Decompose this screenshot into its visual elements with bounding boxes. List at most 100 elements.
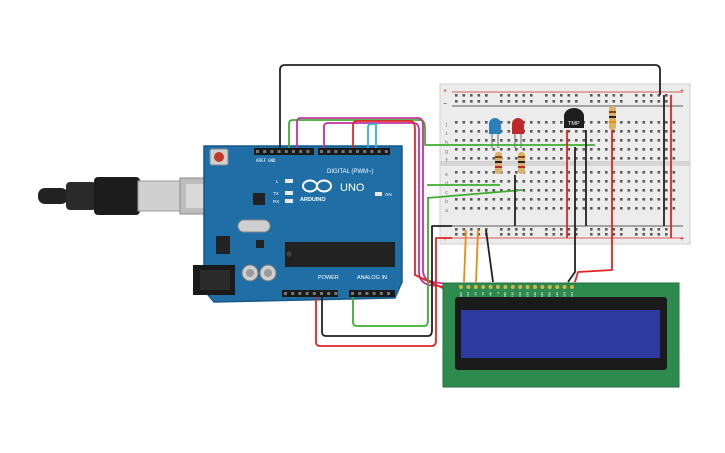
header-pin[interactable] [377, 150, 381, 153]
breadboard-hole[interactable] [665, 198, 668, 201]
rail-hole[interactable] [597, 100, 601, 103]
breadboard-hole[interactable] [665, 121, 668, 124]
breadboard-hole[interactable] [657, 171, 661, 174]
wire-orange-2[interactable] [475, 229, 479, 283]
breadboard-hole[interactable] [492, 207, 496, 210]
breadboard-hole[interactable] [500, 121, 503, 124]
header-pin[interactable] [351, 292, 354, 295]
breadboard-hole[interactable] [620, 207, 623, 210]
breadboard-hole[interactable] [612, 148, 616, 151]
rail-hole[interactable] [455, 233, 458, 236]
breadboard-hole[interactable] [552, 189, 556, 192]
header-pin[interactable] [356, 150, 359, 153]
breadboard-hole[interactable] [545, 130, 548, 133]
rail-hole[interactable] [545, 233, 548, 236]
breadboard-hole[interactable] [462, 207, 466, 210]
breadboard-hole[interactable] [515, 148, 518, 151]
rail-hole[interactable] [455, 100, 458, 103]
breadboard-hole[interactable] [657, 180, 661, 183]
breadboard-hole[interactable] [477, 121, 481, 124]
rail-hole[interactable] [515, 100, 518, 103]
breadboard-hole[interactable] [462, 157, 466, 160]
rail-hole[interactable] [635, 100, 638, 103]
breadboard-hole[interactable] [642, 139, 646, 142]
breadboard-hole[interactable] [665, 189, 668, 192]
rail-hole[interactable] [530, 228, 533, 231]
breadboard-hole[interactable] [642, 121, 646, 124]
header-pin[interactable] [327, 292, 331, 295]
resistor-3[interactable] [609, 106, 616, 130]
breadboard-hole[interactable] [500, 139, 503, 142]
breadboard-hole[interactable] [620, 180, 623, 183]
breadboard-hole[interactable] [642, 198, 646, 201]
breadboard-hole[interactable] [635, 180, 638, 183]
lcd-pin[interactable] [555, 285, 560, 289]
breadboard-hole[interactable] [522, 189, 526, 192]
breadboard-hole[interactable] [537, 139, 541, 142]
rail-hole[interactable] [500, 94, 503, 97]
breadboard-hole[interactable] [590, 121, 593, 124]
breadboard-hole[interactable] [605, 157, 608, 160]
rail-hole[interactable] [635, 94, 638, 97]
breadboard-hole[interactable] [620, 130, 623, 133]
wire-black-lcd-1[interactable] [485, 229, 494, 283]
breadboard-hole[interactable] [612, 180, 616, 183]
rail-hole[interactable] [455, 94, 458, 97]
breadboard-hole[interactable] [530, 157, 533, 160]
breadboard-hole[interactable] [530, 130, 533, 133]
breadboard-hole[interactable] [485, 130, 488, 133]
breadboard-hole[interactable] [605, 148, 608, 151]
breadboard-hole[interactable] [582, 171, 586, 174]
breadboard-hole[interactable] [545, 207, 548, 210]
breadboard-hole[interactable] [470, 198, 473, 201]
lcd-pin[interactable] [570, 285, 574, 289]
breadboard-hole[interactable] [635, 121, 638, 124]
wire-orange-1[interactable] [463, 229, 467, 283]
rail-hole[interactable] [665, 233, 668, 236]
breadboard-hole[interactable] [657, 139, 661, 142]
breadboard-hole[interactable] [612, 189, 616, 192]
breadboard-hole[interactable] [575, 207, 578, 210]
breadboard-hole[interactable] [590, 180, 593, 183]
breadboard-hole[interactable] [515, 180, 518, 183]
rail-hole[interactable] [507, 100, 511, 103]
breadboard-hole[interactable] [567, 130, 571, 133]
breadboard-hole[interactable] [642, 130, 646, 133]
breadboard-hole[interactable] [642, 180, 646, 183]
usb-cable[interactable] [38, 177, 183, 215]
breadboard-hole[interactable] [530, 180, 533, 183]
breadboard-hole[interactable] [470, 157, 473, 160]
breadboard-hole[interactable] [590, 139, 593, 142]
breadboard-hole[interactable] [492, 171, 496, 174]
breadboard-hole[interactable] [612, 139, 616, 142]
breadboard-hole[interactable] [657, 148, 661, 151]
header-pin[interactable] [334, 292, 338, 295]
breadboard-hole[interactable] [545, 139, 548, 142]
breadboard-hole[interactable] [515, 139, 518, 142]
breadboard-hole[interactable] [530, 171, 533, 174]
breadboard-hole[interactable] [620, 157, 623, 160]
lcd-pin[interactable] [533, 285, 537, 289]
rail-hole[interactable] [635, 233, 638, 236]
breadboard-hole[interactable] [575, 198, 578, 201]
breadboard-hole[interactable] [567, 171, 571, 174]
rail-hole[interactable] [500, 233, 503, 236]
breadboard-hole[interactable] [657, 121, 661, 124]
breadboard-hole[interactable] [627, 189, 631, 192]
header-pin[interactable] [341, 150, 345, 153]
breadboard-hole[interactable] [560, 121, 563, 124]
breadboard-hole[interactable] [530, 189, 533, 192]
breadboard-hole[interactable] [635, 198, 638, 201]
breadboard-hole[interactable] [650, 189, 653, 192]
breadboard-hole[interactable] [567, 148, 571, 151]
rail-hole[interactable] [620, 228, 623, 231]
breadboard-hole[interactable] [455, 198, 458, 201]
breadboard-hole[interactable] [567, 180, 571, 183]
breadboard-hole[interactable] [620, 121, 623, 124]
rail-hole[interactable] [650, 228, 653, 231]
rail-hole[interactable] [642, 100, 646, 103]
rail-hole[interactable] [642, 94, 646, 97]
breadboard-hole[interactable] [672, 139, 676, 142]
breadboard-hole[interactable] [642, 171, 646, 174]
header-pin[interactable] [363, 150, 367, 153]
